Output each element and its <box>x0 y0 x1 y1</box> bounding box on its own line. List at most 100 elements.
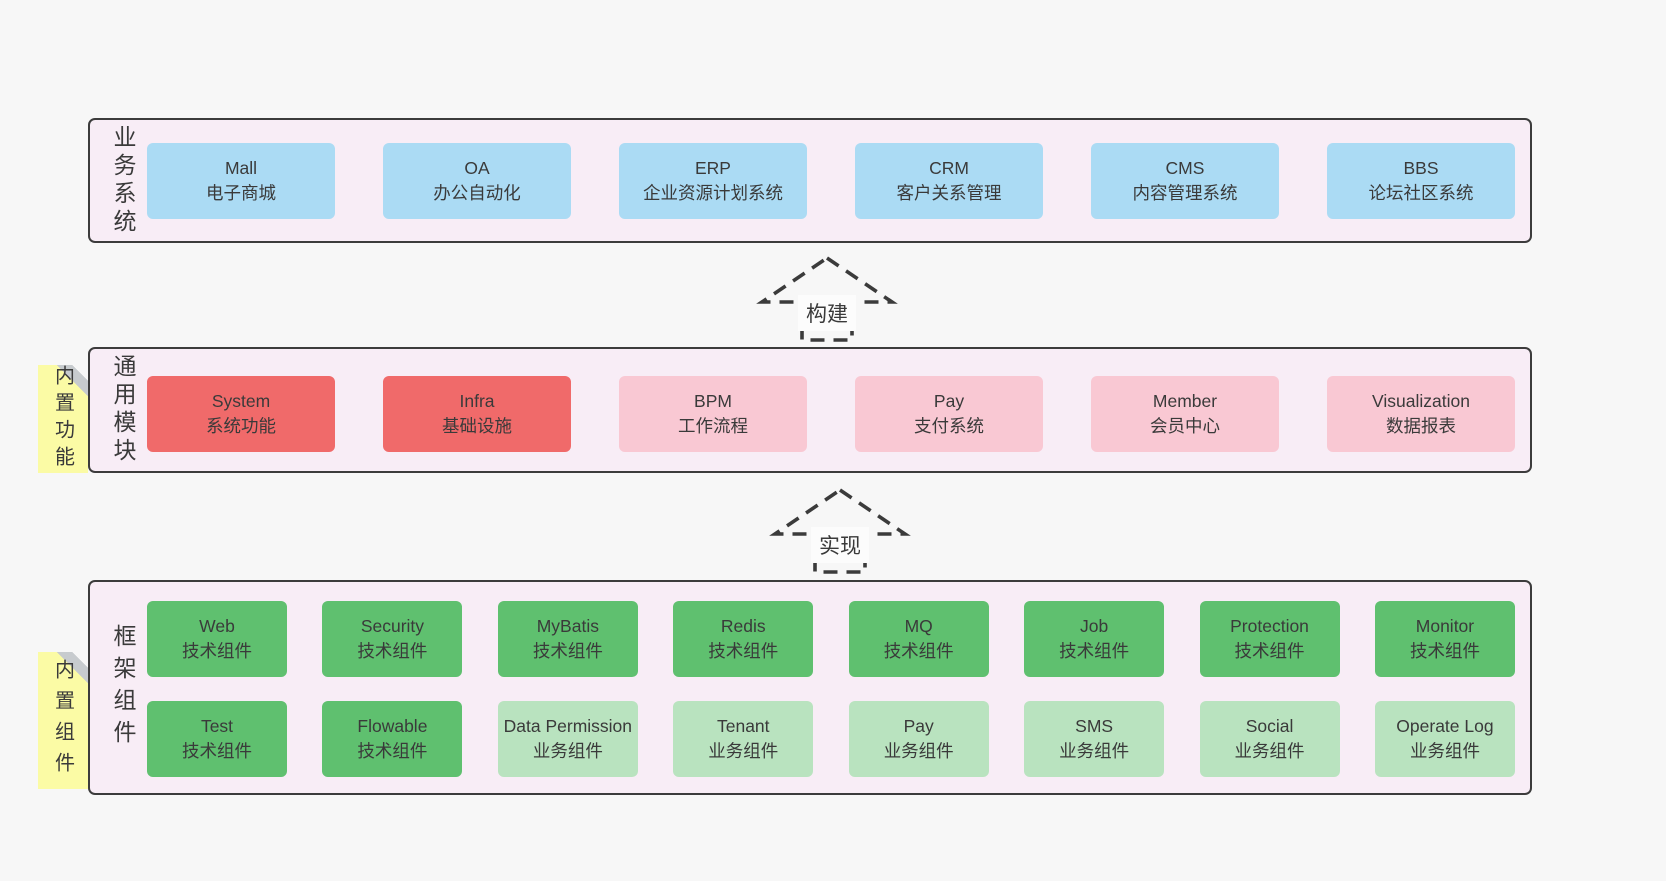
box-name: Security <box>360 615 425 636</box>
box-oa: OA 办公自动化 <box>383 143 571 219</box>
box-name: Tenant <box>716 715 770 736</box>
band-common-modules: 通用模块 System 系统功能 Infra 基础设施 BPM 工作流程 Pay… <box>88 347 1532 473</box>
box-desc: 业务组件 <box>883 741 954 761</box>
box-test: Test 技术组件 <box>147 701 287 777</box>
box-name: CRM <box>929 157 969 178</box>
box-row: Mall 电子商城 OA 办公自动化 ERP 企业资源计划系统 CRM 客户关系… <box>147 143 1515 219</box>
box-security: Security 技术组件 <box>322 601 463 677</box>
implement-arrow: 实现 <box>765 487 915 575</box>
box-bpm: BPM 工作流程 <box>619 376 807 452</box>
box-name: Member <box>1152 390 1218 411</box>
box-desc: 技术组件 <box>1234 641 1305 661</box>
box-name: Protection <box>1230 615 1309 636</box>
box-name: Job <box>1080 615 1109 636</box>
box-desc: 技术组件 <box>1059 641 1130 661</box>
box-desc: 技术组件 <box>708 641 779 661</box>
box-desc: 客户关系管理 <box>896 183 1002 203</box>
box-name: Infra <box>459 390 495 411</box>
box-desc: 业务组件 <box>532 741 603 761</box>
box-name: ERP <box>695 157 731 178</box>
arrow-label: 实现 <box>819 535 861 558</box>
box-desc: 技术组件 <box>883 641 954 661</box>
box-desc: 技术组件 <box>357 641 428 661</box>
box-desc: 办公自动化 <box>433 183 521 203</box>
box-name: Operate Log <box>1396 715 1494 736</box>
box-desc: 技术组件 <box>182 641 252 661</box>
band-title: 业务系统 <box>110 124 136 237</box>
box-infra: Infra 基础设施 <box>383 376 571 452</box>
box-name: System <box>211 390 271 411</box>
box-desc: 业务组件 <box>1234 741 1305 761</box>
sticky-note-built-in-components: 内置组件 <box>38 652 88 789</box>
box-row: System 系统功能 Infra 基础设施 BPM 工作流程 Pay 支付系统… <box>147 376 1515 452</box>
box-name: Pay <box>933 390 965 411</box>
box-erp: ERP 企业资源计划系统 <box>619 143 807 219</box>
box-name: MQ <box>904 615 933 636</box>
band-framework-components: 框架组件 Web 技术组件 Security 技术组件 MyBatis 技术组件… <box>88 580 1532 795</box>
box-name: Mall <box>224 157 258 178</box>
box-mall: Mall 电子商城 <box>147 143 335 219</box>
box-system: System 系统功能 <box>147 376 335 452</box>
box-redis: Redis 技术组件 <box>673 601 814 677</box>
band-title: 框架组件 <box>110 623 136 752</box>
box-desc: 技术组件 <box>532 641 603 661</box>
box-desc: 业务组件 <box>1059 741 1130 761</box>
box-name: Test <box>200 715 234 736</box>
box-operate-log: Operate Log 业务组件 <box>1374 701 1515 777</box>
box-name: MyBatis <box>536 615 599 636</box>
box-desc: 基础设施 <box>442 416 512 436</box>
band-title: 通用模块 <box>110 354 136 466</box>
box-desc: 系统功能 <box>206 416 276 436</box>
box-pay-component: Pay 业务组件 <box>848 701 989 777</box>
box-desc: 论坛社区系统 <box>1368 183 1474 203</box>
box-name: Monitor <box>1415 615 1475 636</box>
box-crm: CRM 客户关系管理 <box>855 143 1043 219</box>
box-web: Web 技术组件 <box>147 601 287 677</box>
box-name: Data Permission <box>503 715 633 736</box>
box-name: Pay <box>903 715 934 736</box>
box-name: Flowable <box>357 715 428 736</box>
up-arrow-icon: 构建 <box>756 255 898 342</box>
box-desc: 企业资源计划系统 <box>643 183 783 203</box>
box-mybatis: MyBatis 技术组件 <box>497 601 638 677</box>
box-desc: 数据报表 <box>1386 416 1456 436</box>
box-desc: 技术组件 <box>357 741 428 761</box>
box-sms: SMS 业务组件 <box>1024 701 1165 777</box>
box-desc: 支付系统 <box>914 416 984 436</box>
box-name: BPM <box>694 390 732 411</box>
box-row: Web 技术组件 Security 技术组件 MyBatis 技术组件 Redi… <box>147 601 1515 677</box>
box-name: CMS <box>1165 157 1205 178</box>
sticky-note-label: 内置组件 <box>51 658 74 783</box>
box-flowable: Flowable 技术组件 <box>322 701 463 777</box>
box-name: Social <box>1245 715 1294 736</box>
box-desc: 电子商城 <box>206 183 276 203</box>
box-visualization: Visualization 数据报表 <box>1327 376 1515 452</box>
box-desc: 工作流程 <box>678 416 748 436</box>
box-social: Social 业务组件 <box>1199 701 1340 777</box>
sticky-note-built-in-features: 内置功能 <box>38 365 88 473</box>
box-name: Redis <box>720 615 766 636</box>
box-mq: MQ 技术组件 <box>848 601 989 677</box>
box-row: Test 技术组件 Flowable 技术组件 Data Permission … <box>147 701 1515 777</box>
box-desc: 技术组件 <box>182 741 252 761</box>
box-name: BBS <box>1403 157 1439 178</box>
box-desc: 业务组件 <box>1409 741 1480 761</box>
box-desc: 业务组件 <box>708 741 779 761</box>
up-arrow-icon: 实现 <box>769 487 911 574</box>
box-name: Visualization <box>1372 390 1470 411</box>
sticky-note-label: 内置功能 <box>51 365 74 473</box>
band-business-systems: 业务系统 Mall 电子商城 OA 办公自动化 ERP 企业资源计划系统 CRM… <box>88 118 1532 243</box>
box-job: Job 技术组件 <box>1024 601 1165 677</box>
box-desc: 会员中心 <box>1150 416 1220 436</box>
box-monitor: Monitor 技术组件 <box>1374 601 1515 677</box>
box-pay: Pay 支付系统 <box>855 376 1043 452</box>
box-desc: 内容管理系统 <box>1132 183 1238 203</box>
box-data-permission: Data Permission 业务组件 <box>497 701 638 777</box>
box-bbs: BBS 论坛社区系统 <box>1327 143 1515 219</box>
box-name: SMS <box>1075 715 1114 736</box>
box-tenant: Tenant 业务组件 <box>673 701 814 777</box>
box-cms: CMS 内容管理系统 <box>1091 143 1279 219</box>
arrow-label: 构建 <box>806 303 848 326</box>
box-protection: Protection 技术组件 <box>1199 601 1340 677</box>
build-arrow: 构建 <box>752 255 902 343</box>
